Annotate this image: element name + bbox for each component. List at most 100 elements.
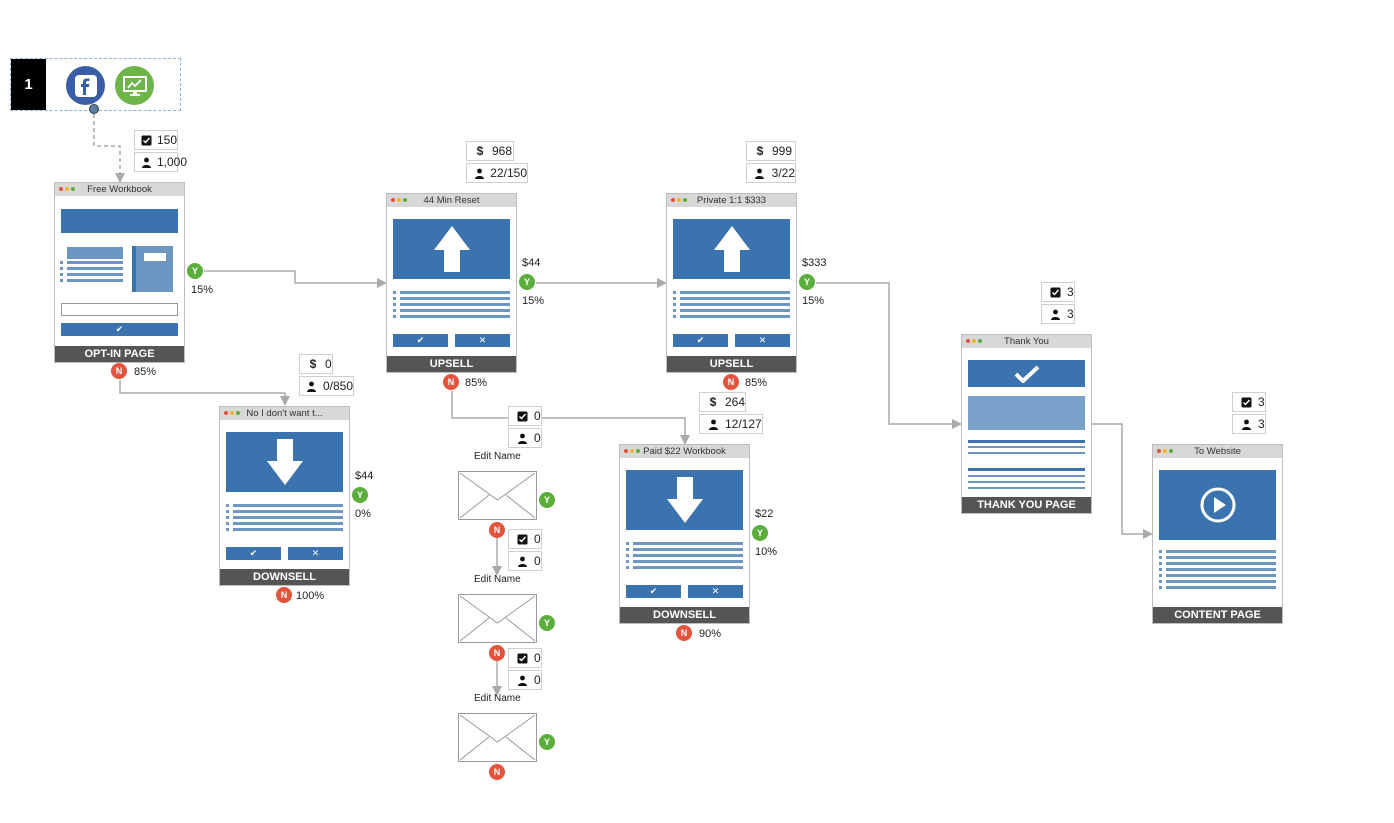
- page-preview: [1153, 458, 1282, 607]
- optin-page[interactable]: Free Workbook ✔ OPT-IN PAGE: [54, 182, 185, 363]
- page-title: Free Workbook: [87, 184, 152, 195]
- downsell2-page[interactable]: Paid $22 Workbook ✔ ✕ DOWNSELL: [619, 444, 750, 624]
- no-percent: 100%: [296, 590, 325, 602]
- content-page[interactable]: To Website CONTENT PAGE: [1152, 444, 1283, 624]
- link-optin-downsell1: [119, 380, 290, 406]
- stat-checks: 3: [1232, 392, 1266, 412]
- email-envelope-icon[interactable]: [458, 471, 537, 520]
- person-icon: [515, 433, 529, 444]
- person-icon: [473, 168, 485, 179]
- decline-button: ✕: [288, 547, 343, 560]
- email-name-label[interactable]: Edit Name: [474, 451, 521, 462]
- no-badge[interactable]: N: [443, 374, 459, 390]
- link-optin-upsell1: [204, 270, 387, 288]
- email-envelope-icon[interactable]: [458, 594, 537, 643]
- no-percent: 85%: [465, 377, 488, 389]
- checkbox-icon: [141, 135, 152, 146]
- yes-percent: 15%: [522, 295, 545, 307]
- email2-stats: 0 0: [508, 529, 542, 573]
- page-type-label: DOWNSELL: [220, 569, 349, 585]
- accept-button: ✔: [673, 334, 728, 347]
- person-icon: [706, 419, 720, 430]
- traffic-source-group[interactable]: 1: [10, 58, 181, 111]
- page-type-label: THANK YOU PAGE: [962, 497, 1091, 513]
- accept-button: ✔: [393, 334, 448, 347]
- page-title: 44 Min Reset: [423, 195, 480, 206]
- yes-badge[interactable]: Y: [539, 734, 555, 750]
- stat-checks: 0: [508, 406, 542, 426]
- stat-people: 0: [508, 551, 542, 571]
- no-badge[interactable]: N: [489, 522, 505, 538]
- person-icon: [141, 157, 152, 168]
- page-type-label: UPSELL: [667, 356, 796, 372]
- stat-revenue: $968: [466, 141, 514, 161]
- stat-revenue: $264: [699, 392, 746, 412]
- checkbox-icon: [515, 411, 529, 422]
- page-preview: ✔ ✕: [387, 207, 516, 356]
- page-title: Private 1:1 $333: [696, 195, 767, 206]
- yes-badge[interactable]: Y: [539, 492, 555, 508]
- monitor-chart-icon[interactable]: [115, 66, 154, 105]
- no-badge[interactable]: N: [676, 625, 692, 641]
- thankyou-page[interactable]: Thank You THANK YOU PAGE: [961, 334, 1092, 514]
- down-arrow-icon: [226, 432, 343, 492]
- no-badge[interactable]: N: [276, 587, 292, 603]
- facebook-icon[interactable]: [66, 66, 105, 105]
- dollar-icon: $: [709, 395, 717, 409]
- email-envelope-icon[interactable]: [458, 713, 537, 762]
- page-preview: ✔: [55, 196, 184, 346]
- yes-badge[interactable]: Y: [187, 263, 203, 279]
- checkbox-icon: [515, 534, 529, 545]
- page-title: No I don't want t...: [246, 408, 323, 419]
- yes-badge[interactable]: Y: [799, 274, 815, 290]
- page-type-label: OPT-IN PAGE: [55, 346, 184, 362]
- page-preview: ✔ ✕: [667, 207, 796, 356]
- upsell2-stats: $999 3/22: [746, 141, 796, 185]
- no-badge[interactable]: N: [489, 764, 505, 780]
- email-name-label[interactable]: Edit Name: [474, 693, 521, 704]
- stat-checks: 150: [134, 130, 178, 150]
- stat-checks: 0: [508, 648, 542, 668]
- yes-badge[interactable]: Y: [752, 525, 768, 541]
- book-icon: [132, 246, 173, 292]
- window-dots: [624, 449, 640, 453]
- up-arrow-icon: [393, 219, 510, 279]
- stat-people: 3/22: [746, 163, 796, 183]
- downsell1-page[interactable]: No I don't want t... ✔ ✕ DOWNSELL: [219, 406, 350, 586]
- person-icon: [1048, 309, 1062, 320]
- window-dots: [224, 411, 240, 415]
- source-connector-handle[interactable]: [89, 104, 99, 114]
- window-dots: [391, 198, 407, 202]
- yes-badge[interactable]: Y: [352, 487, 368, 503]
- no-badge[interactable]: N: [489, 645, 505, 661]
- no-badge[interactable]: N: [111, 363, 127, 379]
- email-field: [61, 303, 178, 316]
- checkbox-icon: [515, 653, 529, 664]
- stat-people: 0/850: [299, 376, 354, 396]
- stat-revenue: $999: [746, 141, 796, 161]
- yes-badge[interactable]: Y: [539, 615, 555, 631]
- page-type-label: CONTENT PAGE: [1153, 607, 1282, 623]
- yes-price: $44: [522, 257, 541, 269]
- yes-percent: 15%: [191, 284, 214, 296]
- email-name-label[interactable]: Edit Name: [474, 574, 521, 585]
- no-percent: 85%: [134, 366, 157, 378]
- person-icon: [515, 556, 529, 567]
- link-upsell2-thankyou: [816, 282, 962, 429]
- yes-percent: 0%: [355, 508, 371, 520]
- upsell1-page[interactable]: 44 Min Reset ✔ ✕ UPSELL: [386, 193, 517, 373]
- optin-stats: 150 1,000: [134, 130, 187, 174]
- link-source-optin: [93, 114, 125, 183]
- stat-people: 3: [1041, 304, 1075, 324]
- yes-badge[interactable]: Y: [519, 274, 535, 290]
- stat-checks: 0: [508, 529, 542, 549]
- window-dots: [671, 198, 687, 202]
- page-preview: ✔ ✕: [620, 458, 749, 607]
- stat-people: 1,000: [134, 152, 187, 172]
- no-badge[interactable]: N: [723, 374, 739, 390]
- stat-people: 0: [508, 428, 542, 448]
- yes-percent: 10%: [755, 546, 778, 558]
- decline-button: ✕: [735, 334, 790, 347]
- upsell2-page[interactable]: Private 1:1 $333 ✔ ✕ UPSELL: [666, 193, 797, 373]
